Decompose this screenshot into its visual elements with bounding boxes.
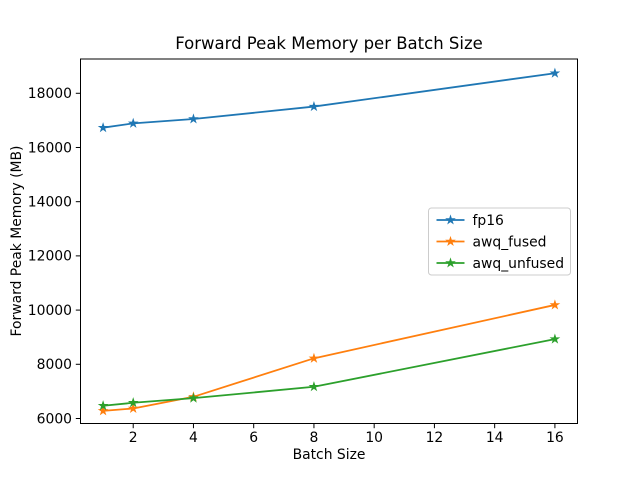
x-tick-label: 10 — [365, 430, 383, 446]
marker-awq_unfused — [188, 392, 199, 403]
y-tick-label: 10000 — [28, 303, 72, 319]
legend-marker-awq_unfused — [445, 257, 456, 268]
series-line-fp16 — [102, 72, 556, 129]
series-line-awq_fused — [103, 304, 556, 412]
legend-label-awq_fused: awq_fused — [473, 235, 547, 251]
legend-label-fp16: fp16 — [473, 213, 504, 229]
marker-awq_unfused — [97, 400, 109, 411]
marker-awq_fused — [127, 402, 139, 413]
marker-fp16 — [308, 100, 320, 112]
series-line-awq_unfused — [103, 338, 556, 407]
marker-fp16 — [549, 67, 561, 78]
y-tick-label: 8000 — [37, 357, 72, 373]
y-tick-label: 18000 — [28, 86, 72, 102]
x-tick-label: 4 — [189, 430, 198, 446]
legend: fp16 awq_fused awq_unfused — [428, 207, 571, 276]
marker-awq_fused — [308, 352, 320, 363]
x-tick-label: 8 — [310, 430, 319, 446]
x-tick-label: 16 — [546, 430, 564, 446]
x-tick-label: 14 — [486, 430, 504, 446]
y-axis-label: Forward Peak Memory (MB) — [9, 146, 25, 337]
marker-fp16 — [97, 122, 109, 133]
x-tick-label: 6 — [249, 430, 258, 446]
y-tick-label: 16000 — [28, 140, 72, 156]
marker-fp16 — [127, 117, 139, 128]
legend-box — [428, 207, 571, 276]
marker-awq_fused — [97, 405, 109, 416]
plot-area: 2 4 6 8 10 12 14 16 6000 8000 10000 12000 14000 16000… — [28, 58, 578, 446]
marker-awq_unfused — [127, 397, 139, 408]
axes-spines — [80, 58, 578, 424]
legend-marker-fp16 — [445, 214, 456, 225]
marker-awq_fused — [549, 299, 561, 310]
x-axis-label: Batch Size — [293, 447, 366, 463]
x-tick-label: 12 — [426, 430, 444, 446]
y-tick-label: 14000 — [28, 194, 72, 210]
legend-marker-awq_fused — [445, 235, 456, 247]
marker-awq_unfused — [308, 381, 320, 392]
y-tick-label: 12000 — [28, 249, 72, 265]
y-tick-label: 6000 — [37, 411, 72, 427]
marker-awq_unfused — [549, 333, 561, 344]
marker-fp16 — [188, 113, 199, 124]
legend-label-awq_unfused: awq_unfused — [473, 256, 565, 272]
chart-title: Forward Peak Memory per Batch Size — [175, 34, 483, 53]
x-tick-label: 2 — [129, 430, 138, 446]
